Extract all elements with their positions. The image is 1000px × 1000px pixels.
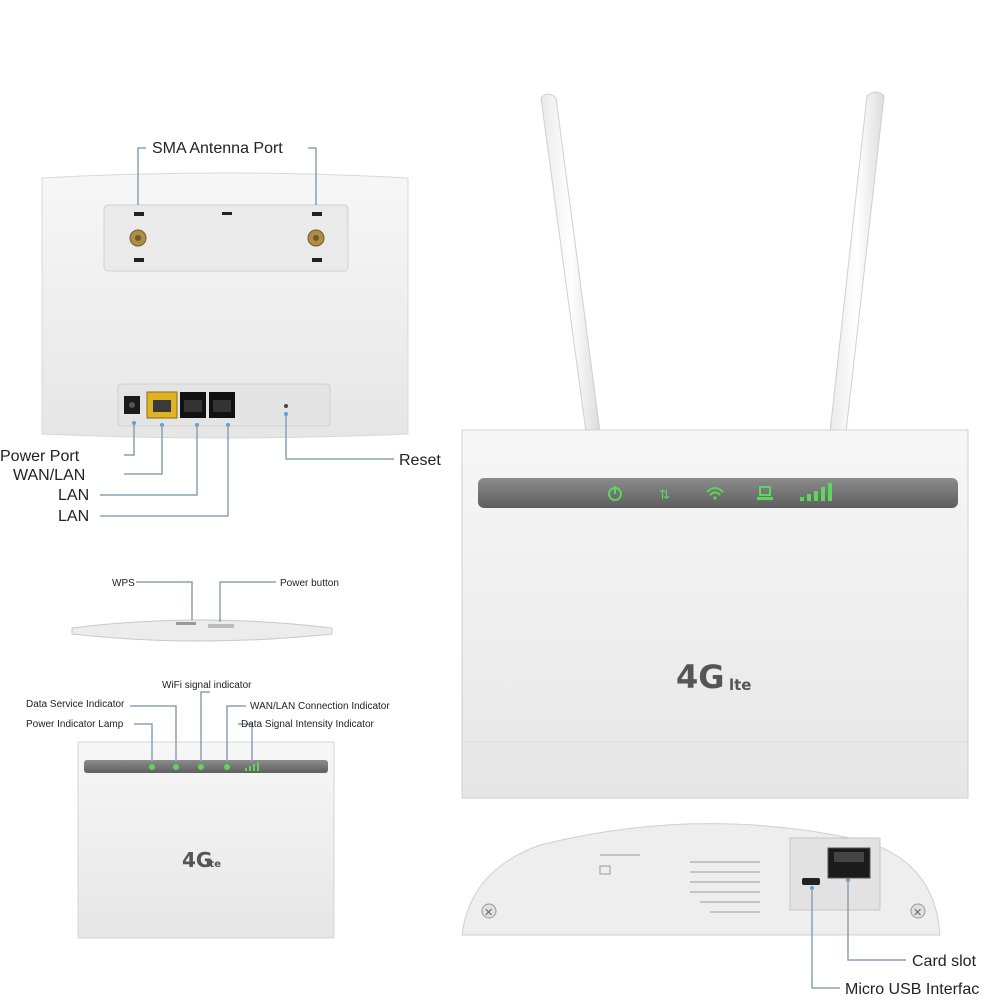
svg-text:✕: ✕ bbox=[913, 906, 922, 919]
reset-label: Reset bbox=[399, 452, 441, 469]
data-service-led-small bbox=[173, 764, 179, 770]
lan-2-label: LAN bbox=[58, 508, 89, 525]
power-button-label: Power button bbox=[280, 578, 339, 589]
bottom-view: ✕ ✕ Micro USB Interfac Card slot bbox=[461, 823, 979, 998]
bottom-label-sticker bbox=[600, 854, 760, 913]
wifi-signal-indicator-label: WiFi signal indicator bbox=[162, 680, 252, 691]
antenna-right bbox=[829, 91, 885, 433]
logo-4g-small: 4G bbox=[182, 848, 212, 872]
wps-label: WPS bbox=[112, 578, 135, 589]
logo-4g: 4G bbox=[676, 658, 725, 696]
data-service-led: ⇅ bbox=[659, 488, 670, 503]
wan-lan-label: WAN/LAN bbox=[13, 467, 85, 484]
svg-text:✕: ✕ bbox=[484, 906, 493, 919]
router-top-body bbox=[71, 619, 333, 642]
wifi-led bbox=[706, 487, 724, 500]
logo-lte-small: lte bbox=[206, 859, 221, 870]
wps-button bbox=[176, 622, 196, 625]
top-view: WPS Power button bbox=[71, 578, 339, 642]
logo-lte: lte bbox=[729, 676, 752, 694]
wan-lan-led bbox=[757, 486, 773, 500]
wan-lan-connection-indicator-label: WAN/LAN Connection Indicator bbox=[250, 701, 390, 712]
card-slot-label: Card slot bbox=[912, 953, 977, 970]
antenna-left bbox=[540, 93, 601, 433]
wifi-led-small bbox=[198, 764, 204, 770]
reset-hole bbox=[284, 404, 288, 408]
led-strip-small bbox=[84, 760, 328, 773]
power-port-label: Power Port bbox=[0, 448, 80, 465]
back-view: SMA Antenna Port Power Port WAN/LAN LAN … bbox=[0, 140, 441, 525]
data-signal-intensity-indicator-label: Data Signal Intensity Indicator bbox=[241, 719, 375, 730]
power-button bbox=[208, 624, 234, 628]
power-led bbox=[608, 486, 622, 501]
router-front-small bbox=[77, 741, 335, 939]
wan-lan-led-small bbox=[224, 764, 230, 770]
power-indicator-lamp-label: Power Indicator Lamp bbox=[26, 719, 124, 730]
indicator-view: 4G lte WiFi signal indicator Data Servic… bbox=[26, 680, 390, 939]
micro-usb-interface-label: Micro USB Interfac bbox=[845, 981, 979, 998]
lan-1-label: LAN bbox=[58, 487, 89, 504]
signal-bars bbox=[800, 483, 832, 501]
main-router: ⇅ 4G lte bbox=[461, 91, 969, 799]
signal-bars-small bbox=[245, 762, 259, 771]
sma-antenna-port-label: SMA Antenna Port bbox=[152, 140, 283, 157]
micro-usb-port bbox=[802, 878, 820, 885]
antenna-panel bbox=[103, 204, 349, 272]
data-service-indicator-label: Data Service Indicator bbox=[26, 699, 125, 710]
power-led-small bbox=[149, 764, 155, 770]
